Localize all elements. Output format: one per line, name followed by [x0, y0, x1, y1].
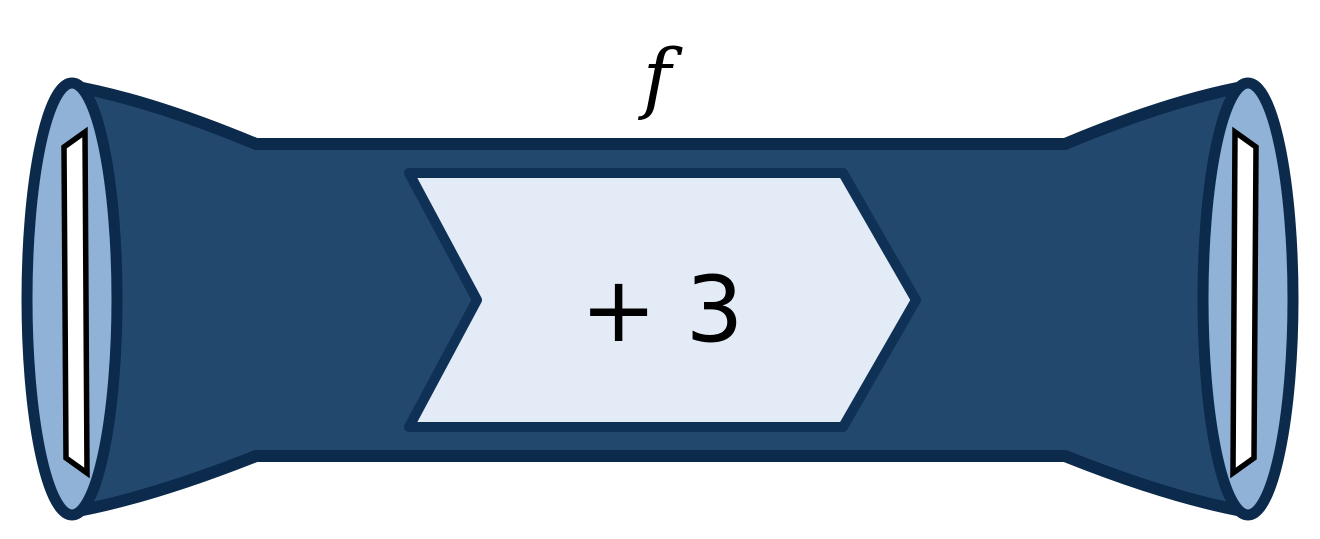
- input-slot: [61, 126, 90, 479]
- operation-banner: [404, 168, 921, 432]
- operation-label: + 3: [580, 258, 743, 363]
- output-slot: [1230, 126, 1259, 479]
- function-label: f: [638, 34, 683, 123]
